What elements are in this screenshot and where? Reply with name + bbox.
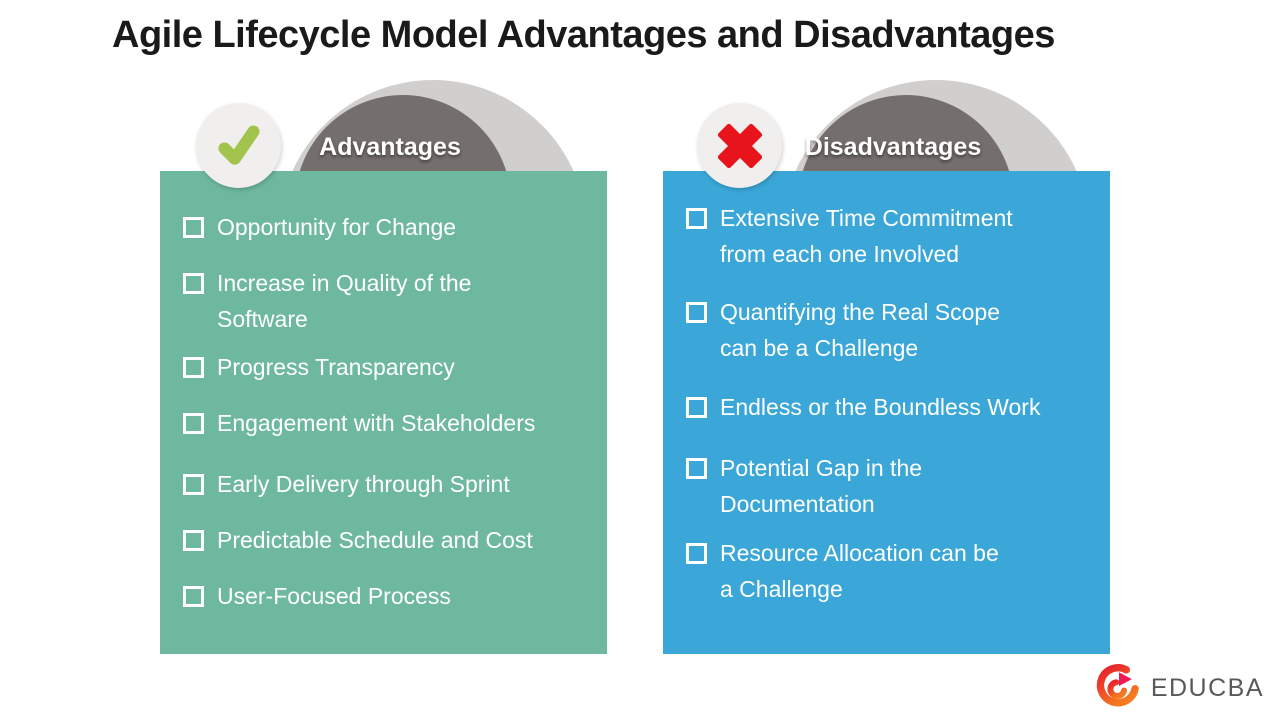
disadvantages-badge (697, 103, 782, 188)
list-item: Resource Allocation can be a Challenge (686, 535, 1090, 607)
list-item: Engagement with Stakeholders (183, 405, 587, 441)
list-item: Early Delivery through Sprint (183, 466, 587, 502)
advantages-header-label: Advantages (319, 133, 461, 161)
checkbox-bullet-icon (686, 458, 707, 479)
checkbox-bullet-icon (183, 273, 204, 294)
checkbox-bullet-icon (183, 217, 204, 238)
disadvantages-header-label: Disadvantages (804, 133, 982, 161)
list-item: Endless or the Boundless Work (686, 389, 1090, 425)
advantages-badge (196, 103, 281, 188)
educba-wordmark: EDUCBA (1150, 674, 1264, 702)
list-item: User-Focused Process (183, 578, 587, 614)
list-item: Progress Transparency (183, 349, 587, 385)
checkbox-bullet-icon (686, 208, 707, 229)
advantages-header-arc: Advantages (160, 77, 607, 171)
educba-logo: EDUCBA (1096, 663, 1264, 714)
advantages-panel: Opportunity for Change Increase in Quali… (160, 171, 607, 654)
list-item: Opportunity for Change (183, 209, 587, 245)
checkbox-bullet-icon (183, 474, 204, 495)
disadvantages-header-arc: Disadvantages (663, 77, 1110, 171)
cross-icon (711, 117, 769, 175)
list-item: Potential Gap in the Documentation (686, 450, 1090, 522)
check-icon (210, 117, 268, 175)
checkbox-bullet-icon (686, 397, 707, 418)
checkbox-bullet-icon (183, 413, 204, 434)
page-title: Agile Lifecycle Model Advantages and Dis… (112, 14, 1055, 56)
checkbox-bullet-icon (183, 530, 204, 551)
checkbox-bullet-icon (686, 543, 707, 564)
checkbox-bullet-icon (183, 357, 204, 378)
checkbox-bullet-icon (183, 586, 204, 607)
list-item: Increase in Quality of the Software (183, 265, 587, 337)
disadvantages-panel: Extensive Time Commitment from each one … (663, 171, 1110, 654)
educba-swirl-icon (1096, 663, 1142, 714)
list-item: Predictable Schedule and Cost (183, 522, 587, 558)
list-item: Extensive Time Commitment from each one … (686, 200, 1090, 272)
checkbox-bullet-icon (686, 302, 707, 323)
list-item: Quantifying the Real Scope can be a Chal… (686, 294, 1090, 366)
